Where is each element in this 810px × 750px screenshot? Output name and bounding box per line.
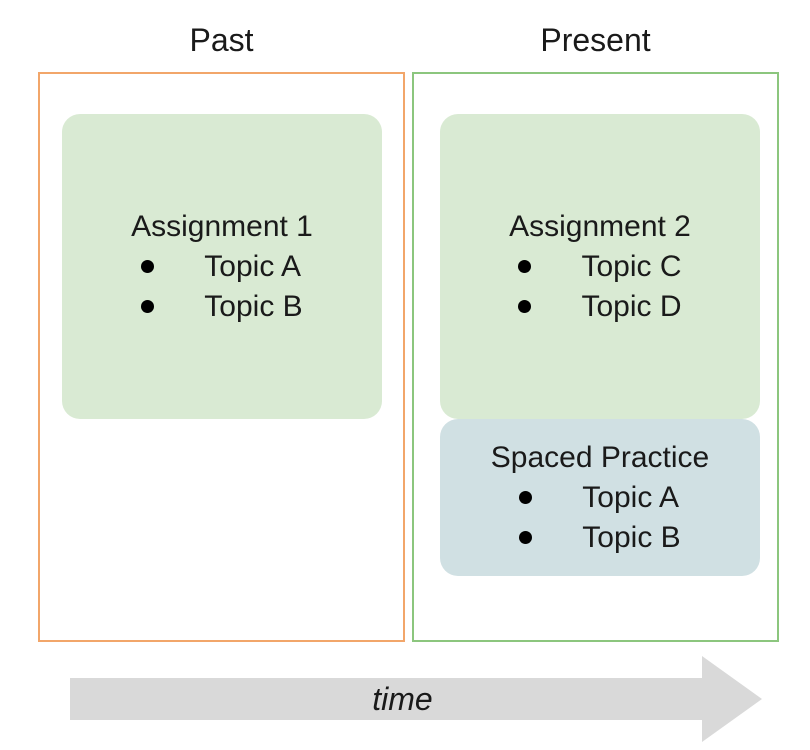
bullet-icon <box>518 260 532 273</box>
list-item: Topic B <box>519 518 681 558</box>
topic-label: Topic A <box>582 480 680 514</box>
assignment-1-topic-list: Topic A Topic B <box>141 247 303 327</box>
topic-label: Topic B <box>582 520 681 554</box>
past-panel: Assignment 1 Topic A Topic B <box>38 72 405 642</box>
assignment-1-card: Assignment 1 Topic A Topic B <box>62 114 382 419</box>
bullet-icon <box>519 491 533 504</box>
list-item: Topic D <box>518 287 682 327</box>
assignment-2-title: Assignment 2 <box>509 209 691 243</box>
assignment-1-title: Assignment 1 <box>131 209 313 243</box>
list-item: Topic A <box>141 247 302 287</box>
topic-label: Topic C <box>581 249 682 283</box>
time-arrow-icon <box>70 656 762 742</box>
bullet-icon <box>519 531 533 544</box>
past-heading: Past <box>189 22 254 58</box>
bullet-icon <box>141 300 155 313</box>
bullet-icon <box>518 300 532 313</box>
list-item: Topic B <box>141 287 303 327</box>
topic-label: Topic D <box>581 289 682 323</box>
spaced-practice-title: Spaced Practice <box>490 440 710 474</box>
present-heading: Present <box>540 22 651 58</box>
topic-label: Topic B <box>204 289 303 323</box>
assignment-2-card: Assignment 2 Topic C Topic D <box>440 114 760 419</box>
bullet-icon <box>141 260 155 273</box>
spaced-practice-card: Spaced Practice Topic A Topic B <box>440 419 760 576</box>
assignment-2-topic-list: Topic C Topic D <box>518 247 682 327</box>
spaced-practice-topic-list: Topic A Topic B <box>519 478 681 558</box>
topic-label: Topic A <box>204 249 302 283</box>
time-arrow-shape <box>70 656 762 742</box>
list-item: Topic C <box>518 247 682 287</box>
time-label: time <box>372 681 433 717</box>
list-item: Topic A <box>519 478 680 518</box>
present-panel: Assignment 2 Topic C Topic D Spaced Prac… <box>412 72 779 642</box>
